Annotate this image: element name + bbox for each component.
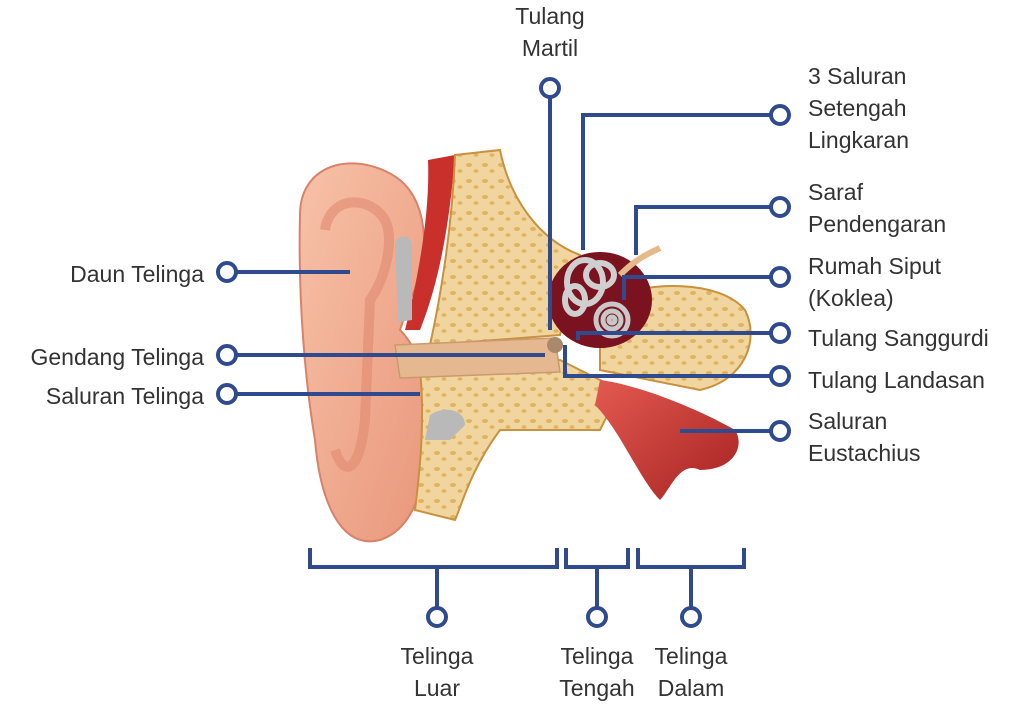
marker-dots [216, 77, 791, 628]
marker-saluran-telinga [216, 383, 238, 405]
leader-tiga-saluran [581, 113, 780, 250]
ear-illustration [298, 148, 752, 543]
ossicles [547, 337, 563, 353]
label-sanggurdi: Tulang Sanggurdi [808, 325, 989, 351]
eustachian-tube-shape [595, 380, 739, 500]
leader-rumah-siput [622, 275, 780, 300]
lower-bone [413, 358, 622, 522]
marker-gendang-telinga [216, 344, 238, 366]
label-rumah-siput: Rumah Siput (Koklea) [808, 253, 941, 311]
leader-landasan [563, 345, 780, 378]
marker-saraf [769, 196, 791, 218]
leader-saraf [634, 205, 780, 255]
label-landasan: Tulang Landasan [808, 367, 985, 393]
leader-sanggurdi [576, 331, 780, 340]
auditory-nerve [617, 245, 662, 278]
bracket-tengah [564, 548, 630, 569]
marker-telinga-tengah [586, 606, 608, 628]
semicircular-canals [562, 257, 617, 317]
label-tulang-martil: Tulang Martil [515, 3, 585, 61]
marker-eustachius [769, 420, 791, 442]
label-saluran-telinga: Saluran Telinga [45, 383, 204, 409]
bone-canal-top [395, 236, 412, 322]
pinna-fold [320, 197, 395, 472]
bracket-luar [308, 548, 559, 569]
marker-tulang-martil [539, 77, 561, 99]
marker-telinga-dalam [680, 606, 702, 628]
marker-sanggurdi [769, 322, 791, 344]
label-telinga-luar: Telinga Luar [400, 643, 474, 701]
label-eustachius: Saluran Eustachius [808, 408, 921, 466]
marker-telinga-luar [426, 606, 448, 628]
marker-tiga-saluran [769, 104, 791, 126]
leader-lines [227, 88, 780, 612]
ear-canal [394, 337, 561, 379]
muscle-strip [405, 155, 455, 330]
label-telinga-dalam: Telinga Dalam [654, 643, 728, 701]
label-daun-telinga: Daun Telinga [70, 261, 204, 287]
label-tiga-saluran: 3 Saluran Setengah Lingkaran [808, 63, 910, 153]
cochlea-spiral [593, 301, 631, 339]
label-telinga-tengah: Telinga Tengah [559, 643, 635, 701]
marker-daun-telinga [216, 261, 238, 283]
marker-landasan [769, 365, 791, 387]
bone-canal-bottom [425, 409, 465, 440]
label-gendang-telinga: Gendang Telinga [30, 344, 205, 370]
marker-rumah-siput [769, 266, 791, 288]
bracket-dalam [636, 548, 746, 569]
label-saraf: Saraf Pendengaran [808, 179, 947, 237]
